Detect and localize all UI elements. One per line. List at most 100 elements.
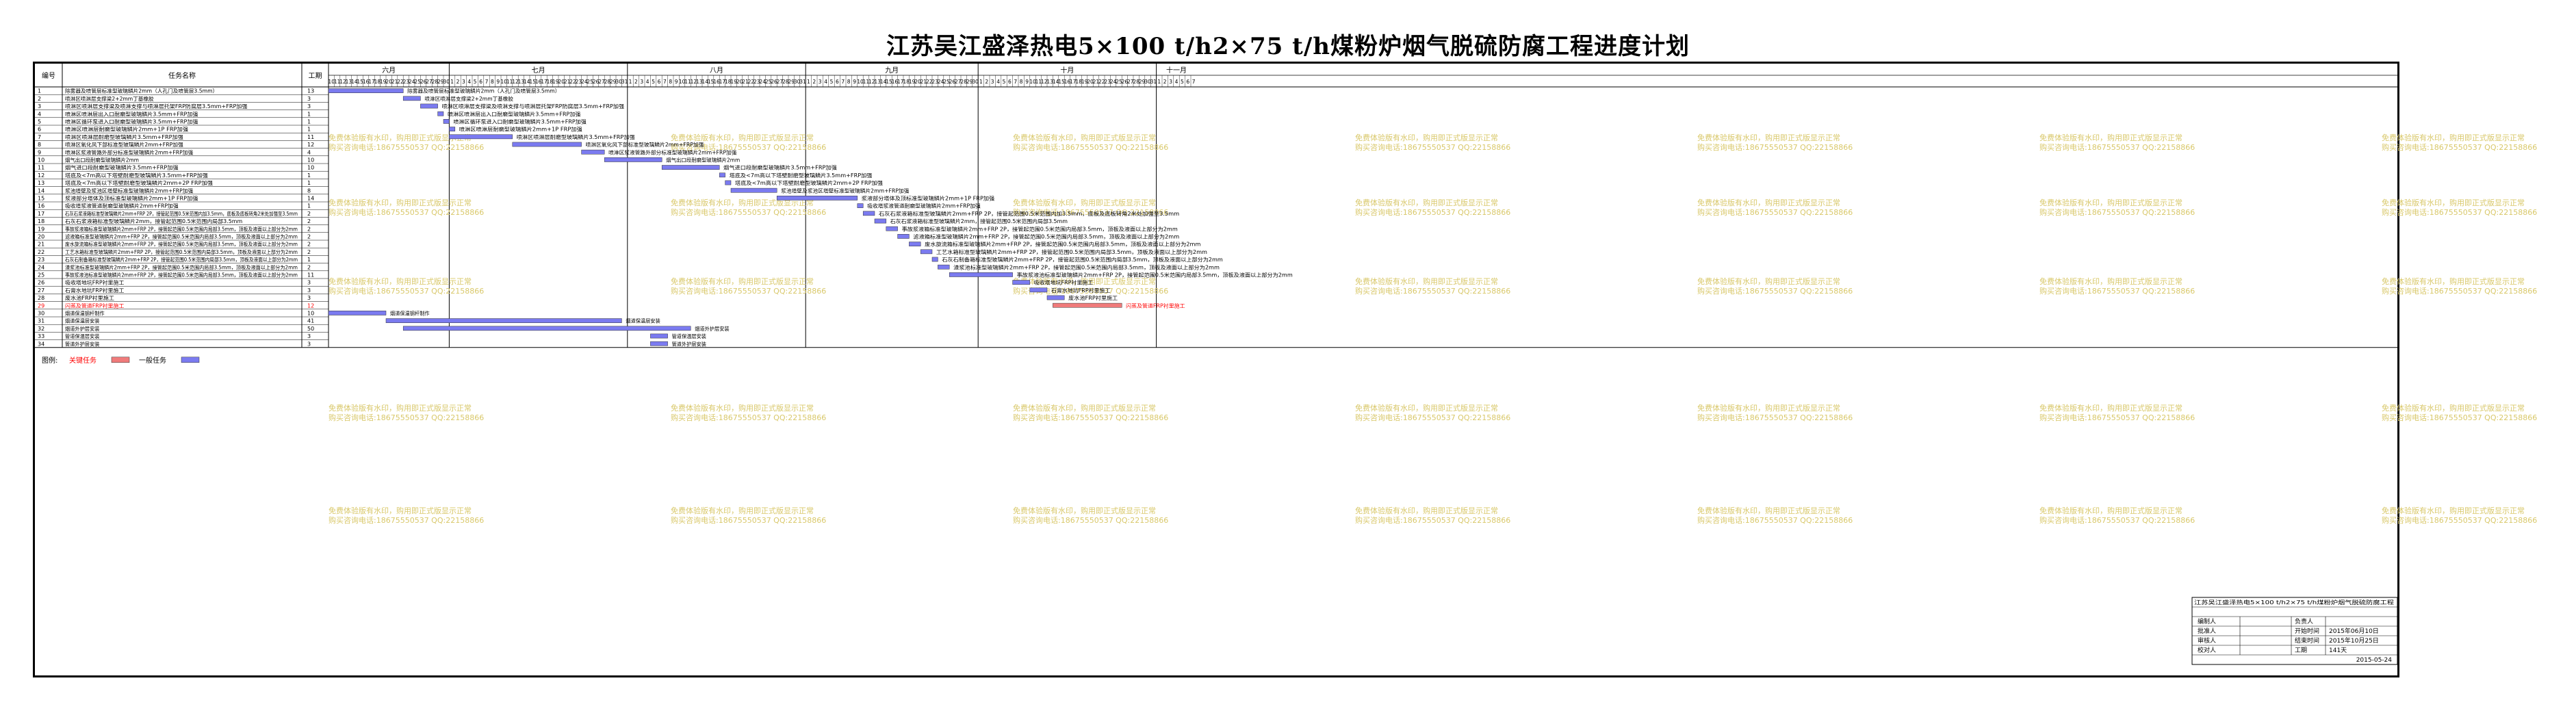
task-duration: 1 (307, 203, 311, 209)
day-tick-label: 8 (669, 79, 672, 85)
day-tick-label: 27 (598, 79, 605, 85)
day-tick-label: 15 (886, 79, 892, 85)
day-tick-label: 5 (652, 79, 655, 85)
day-tick-label: 15 (708, 79, 714, 85)
watermark-text: 免费体验版有水印，购用即正式版显示正常 (2039, 133, 2182, 142)
watermark-text: 购买咨询电话:18675550537 QQ:22158866 (1013, 515, 1168, 525)
watermark-text: 免费体验版有水印，购用即正式版显示正常 (671, 403, 814, 413)
day-tick-label: 29 (788, 79, 795, 85)
task-name: 废水旋流箱标准型玻璃鳞片2mm+FRP 2P，接管起范围0.5米范围内局部3.5… (65, 241, 298, 248)
task-name: 塔底及<7m高以下塔壁耐磨型玻璃鳞片2mm+2P FRP加强 (65, 179, 214, 186)
day-tick-label: 1 (629, 79, 632, 85)
watermark-text: 购买咨询电话:18675550537 QQ:22158866 (1355, 286, 1510, 296)
bar-label: 管道保温层安装 (672, 333, 707, 339)
day-tick-label: 1 (450, 79, 454, 85)
task-duration: 14 (307, 196, 314, 202)
gantt-bar (328, 88, 404, 93)
info-label: 审核人 (2198, 636, 2216, 645)
task-no: 4 (38, 111, 41, 117)
task-name: 浆液部分塔体及顶标准型玻璃鳞片2mm+1P FRP加强 (65, 195, 198, 202)
gantt-bar (650, 333, 668, 339)
task-name: 喷淋区氧化风下部标准型玻璃鳞片2mm+FRP加强 (65, 141, 183, 148)
watermark-text: 购买咨询电话:18675550537 QQ:22158866 (1697, 515, 1853, 525)
header-task: 任务名称 (168, 71, 196, 80)
day-tick-label: 18 (547, 79, 554, 85)
task-no: 13 (38, 180, 44, 186)
info-value: 141天 (2329, 647, 2347, 654)
task-no: 22 (38, 249, 44, 255)
day-tick-label: 29 (966, 79, 973, 85)
watermark-text: 购买咨询电话:18675550537 QQ:22158866 (1355, 413, 1510, 422)
task-duration: 2 (307, 234, 311, 240)
day-tick-label: 2 (985, 79, 988, 85)
watermark-text: 购买咨询电话:18675550537 QQ:22158866 (671, 413, 826, 422)
info-table-border (2191, 597, 2398, 665)
watermark-text: 免费体验版有水印，购用即正式版显示正常 (2039, 276, 2182, 286)
info-value: 2015年06月10日 (2329, 627, 2379, 635)
watermark-text: 免费体验版有水印，购用即正式版显示正常 (2039, 506, 2182, 515)
task-duration: 10 (307, 157, 314, 164)
day-tick-label: 11 (506, 79, 513, 85)
day-tick-label: 18 (374, 79, 381, 85)
day-tick-label: 19 (1081, 79, 1088, 85)
day-tick-label: 7 (485, 79, 489, 85)
day-tick-label: 14 (524, 79, 530, 85)
watermark-text: 免费体验版有水印，购用即正式版显示正常 (671, 276, 814, 286)
day-tick-label: 18 (1075, 79, 1082, 85)
task-no: 18 (38, 218, 44, 224)
month-label: 九月 (885, 66, 899, 75)
page-title: 江苏吴江盛泽热电5×100 t/h2×75 t/h煤粉炉烟气脱硫防腐工程进度计划 (886, 33, 1690, 60)
watermark-text: 免费体验版有水印，购用即正式版显示正常 (1355, 133, 1498, 142)
day-tick-label: 19 (552, 79, 559, 85)
day-tick-label: 29 (1139, 79, 1146, 85)
gantt-bar (949, 272, 1013, 277)
day-tick-label: 6 (658, 79, 661, 85)
watermark-text: 购买咨询电话:18675550537 QQ:22158866 (671, 142, 826, 152)
day-tick-label: 25 (943, 79, 950, 85)
task-name: 烟道保温层安装 (65, 318, 100, 324)
bar-label: 石灰石浆液箱标准型玻璃鳞片2mm，接管起范围0.5米范围内局部3.5mm (890, 218, 1068, 224)
task-duration: 4 (307, 149, 311, 155)
bar-label: 石灰石浆液箱标准型玻璃鳞片2mm+FRP 2P，接管起范围0.5米范围内加3.5… (879, 210, 1179, 217)
bar-label: 事故浆液箱标准型玻璃鳞片2mm+FRP 2P，接管起范围0.5米范围内局部3.5… (902, 225, 1178, 232)
watermark-text: 免费体验版有水印，购用即正式版显示正常 (329, 133, 472, 142)
gantt-bar (725, 180, 732, 185)
month-label: 十一月 (1166, 66, 1187, 75)
watermark-text: 购买咨询电话:18675550537 QQ:22158866 (671, 207, 826, 217)
day-tick-label: 12 (868, 79, 875, 85)
task-name: 喷淋区喷淋层耐磨型玻璃鳞片3.5mm+FRP加强 (65, 133, 183, 140)
gantt-bar (931, 257, 938, 262)
watermark-text: 免费体验版有水印，购用即正式版显示正常 (1697, 198, 1840, 207)
day-tick-label: 15 (529, 79, 536, 85)
day-tick-label: 6 (479, 79, 482, 85)
gantt-bar (402, 96, 421, 101)
day-tick-label: 10 (500, 79, 507, 85)
day-tick-label: 20 (914, 79, 921, 85)
bar-label: 喷淋区喷淋层支撑梁及喷淋支撑与喷淋层托架FRP防腐层3.5mm+FRP加强 (442, 103, 625, 109)
task-no: 29 (38, 302, 44, 309)
day-tick-label: 31 (1150, 79, 1157, 85)
day-tick-label: 7 (1192, 79, 1196, 85)
day-tick-label: 12 (339, 79, 346, 85)
day-tick-label: 31 (621, 79, 628, 85)
watermark-text: 购买咨询电话:18675550537 QQ:22158866 (1013, 142, 1168, 152)
day-tick-label: 26 (593, 79, 600, 85)
bar-label: 废水旋流箱标准型玻璃鳞片2mm+FRP 2P，接管起范围0.5米范围内局部3.5… (925, 241, 1200, 248)
watermark-text: 免费体验版有水印，购用即正式版显示正常 (1355, 506, 1498, 515)
task-duration: 1 (307, 119, 311, 125)
gantt-bar (909, 242, 921, 246)
gantt-bar (385, 318, 622, 323)
day-tick-label: 28 (604, 79, 611, 85)
task-name: 烟道保温钢杆制作 (65, 310, 105, 317)
task-duration: 2 (307, 226, 311, 232)
task-duration: 1 (307, 127, 311, 133)
task-no: 32 (38, 326, 44, 332)
bar-label: 废水池FRP衬里施工 (1068, 294, 1118, 301)
watermark-text: 免费体验版有水印，购用即正式版显示正常 (1013, 506, 1156, 515)
task-duration: 1 (307, 257, 311, 263)
bar-label: 塔底及<7m高以下塔壁耐磨型玻璃鳞片3.5mm+FRP加强 (730, 172, 873, 179)
day-tick-label: 17 (719, 79, 726, 85)
day-tick-label: 22 (569, 79, 576, 85)
task-no: 11 (38, 165, 44, 171)
task-no: 7 (38, 134, 41, 140)
